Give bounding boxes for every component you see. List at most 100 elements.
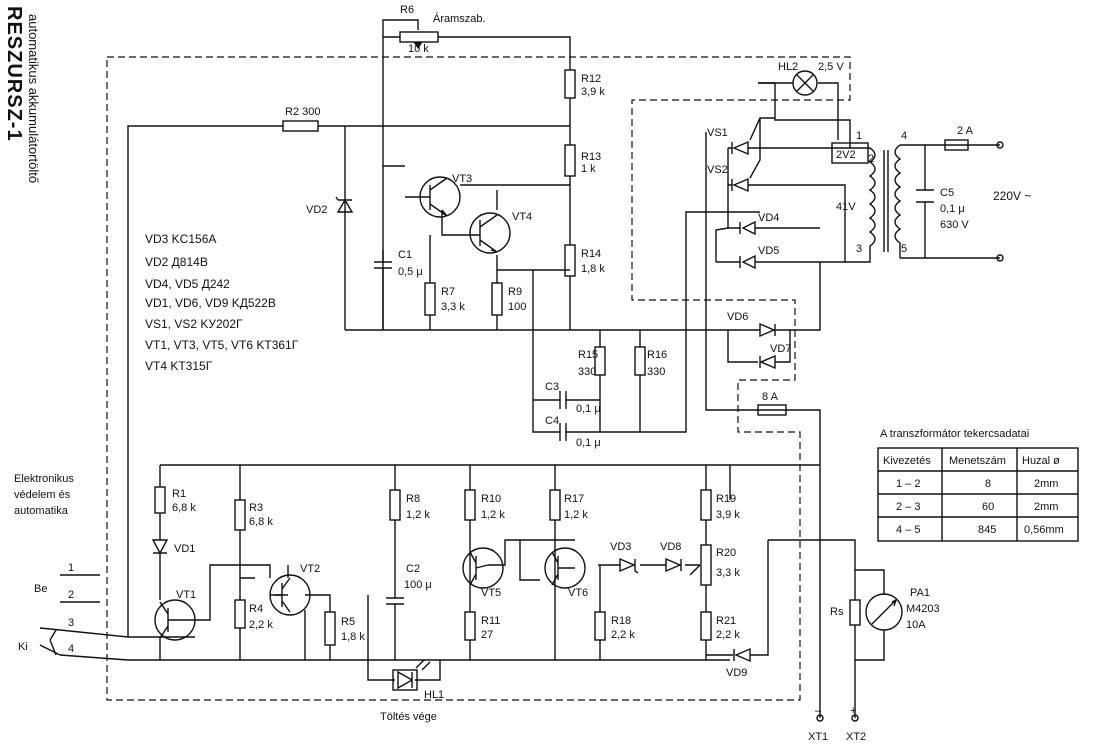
r20-wiper (689, 564, 701, 576)
thyristor-vs1 (731, 140, 749, 156)
label-c1-val: 0,5 μ (398, 266, 423, 278)
label-vs2: VS2 (707, 164, 728, 176)
diode-vd8 (665, 557, 682, 573)
winding-table-cell: 2mm (1034, 501, 1058, 513)
parts-list-item: VD1, VD6, VD9 KД522В (145, 296, 276, 310)
parts-list-item: VT1, VT3, VT5, VT6 KT361Г (145, 338, 299, 352)
dashed-enclosures (106, 56, 851, 701)
resistor-r21 (700, 611, 712, 641)
label-r15-val: 330 (578, 366, 596, 378)
label-vd9: VD9 (726, 667, 747, 679)
resistor-r5 (324, 611, 336, 646)
winding-table-cell: 0,56mm (1024, 524, 1064, 536)
transistor-vt6 (544, 547, 586, 589)
label-r7: R7 (441, 286, 455, 298)
label-r5-val: 1,8 k (341, 631, 365, 643)
label-r19-val: 3,9 k (716, 509, 740, 521)
bottom-wiring (59, 464, 885, 718)
label-r16: R16 (647, 349, 667, 361)
resistor-r12 (564, 69, 576, 99)
label-t5: 5 (901, 243, 907, 255)
label-c5-val2: 630 V (940, 219, 969, 231)
label-pa1-range: 10A (906, 619, 926, 631)
label-pin1: 1 (68, 562, 74, 574)
label-vd5: VD5 (758, 245, 779, 257)
label-r10: R10 (481, 493, 501, 505)
capacitor-c3 (559, 391, 575, 409)
label-ki: Ki (18, 641, 28, 653)
label-r20-val: 3,3 k (716, 567, 740, 579)
resistor-r10 (464, 489, 476, 521)
label-r18: R18 (611, 615, 631, 627)
label-be: Be (34, 583, 47, 595)
resistor-r9 (491, 282, 503, 316)
resistor-r20 (700, 544, 712, 586)
label-t2: 2 (868, 153, 874, 165)
winding-table-header: Huzal ø (1022, 455, 1060, 467)
label-vt2: VT2 (300, 563, 320, 575)
resistor-r14 (564, 244, 576, 277)
label-r9-val: 100 (508, 301, 526, 313)
zener-vd3 (619, 557, 639, 574)
diode-vd9 (733, 647, 751, 663)
label-r14: R14 (581, 248, 601, 260)
winding-table-cell: 1 – 2 (896, 478, 920, 490)
connector-pins (39, 627, 61, 656)
winding-table-header: Kivezetés (883, 455, 931, 467)
component-labels: R6 10 k Áramszab. R2 300 R12 3,9 k R13 1… (14, 4, 1031, 743)
label-vt4: VT4 (512, 211, 532, 223)
label-elektronikus-1: Elektronikus (14, 473, 74, 485)
label-41v: 41V (836, 201, 856, 213)
label-mains: 220V ~ (993, 189, 1031, 203)
label-r7-val: 3,3 k (441, 301, 465, 313)
led-hl1 (392, 669, 418, 691)
resistor-r17 (549, 489, 561, 521)
label-c2-val: 100 μ (404, 579, 432, 591)
label-pin4: 4 (68, 643, 74, 655)
terminal-xt2 (851, 714, 859, 722)
diode-vd5 (739, 254, 756, 270)
parts-list-item: VD2 Д814В (145, 255, 208, 269)
label-r12-val: 3,9 k (581, 86, 605, 98)
label-c5: C5 (940, 187, 954, 199)
label-r6: R6 (400, 4, 414, 16)
label-fuse8: 8 A (762, 391, 779, 403)
label-pa1: PA1 (910, 587, 930, 599)
zener-vd2 (335, 196, 354, 213)
label-aramszab: Áramszab. (433, 12, 486, 25)
transistor-vt4 (469, 212, 511, 254)
label-r20: R20 (716, 547, 736, 559)
label-minus: – (815, 705, 822, 717)
label-r5: R5 (341, 616, 355, 628)
transformer (831, 142, 902, 263)
label-c4: C4 (545, 415, 559, 427)
label-r17: R17 (564, 493, 584, 505)
label-r4-val: 2,2 k (249, 619, 273, 631)
label-hl2-val: 2,5 V (818, 61, 844, 73)
capacitor-c2 (386, 590, 404, 615)
label-r21-val: 2,2 k (716, 629, 740, 641)
label-vd7: VD7 (770, 343, 791, 355)
label-vt6: VT6 (568, 587, 588, 599)
capacitor-c1 (374, 250, 392, 273)
label-vt5: VT5 (481, 587, 501, 599)
label-vd1: VD1 (174, 543, 195, 555)
label-r6-val: 10 k (408, 43, 429, 55)
diode-vd6 (759, 322, 776, 338)
label-r18-val: 2,2 k (611, 629, 635, 641)
label-c4-val: 0,1 μ (576, 437, 601, 449)
top-wiring (127, 19, 1000, 718)
label-r2: R2 300 (285, 106, 320, 118)
label-vd3: VD3 (610, 541, 631, 553)
terminal-xt1 (816, 714, 824, 722)
label-r11: R11 (481, 615, 500, 627)
secondary-2v2-box (831, 142, 869, 164)
capacitor-c5 (916, 189, 934, 203)
r6-wiper-arrow (413, 41, 423, 49)
label-rs: Rs (830, 606, 844, 618)
label-r4: R4 (249, 603, 263, 615)
resistor-r15 (594, 346, 606, 376)
resistor-r11 (464, 611, 476, 641)
